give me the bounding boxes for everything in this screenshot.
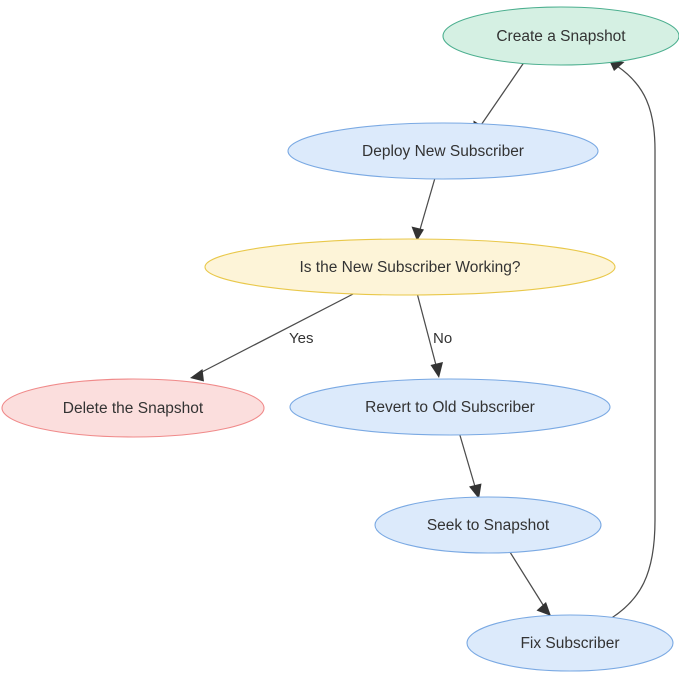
node-shape-ellipse[interactable] (287, 122, 599, 180)
node-label-delete-the-snapshot: Delete the Snapshot (63, 400, 204, 417)
arrowhead-icon (190, 369, 204, 382)
edge-path (609, 65, 656, 620)
node-shape-ellipse[interactable] (289, 378, 611, 436)
edge-seek-to-snapshot-to-fix-subscriber (507, 548, 551, 616)
node-label-is-new-subscriber-working: Is the New Subscriber Working? (299, 259, 520, 276)
node-label-create-snapshot: Create a Snapshot (496, 28, 626, 45)
edge-path (418, 177, 436, 234)
nodes-layer: Create a Snapshot Deploy New Subscriber … (1, 6, 679, 672)
edge-fix-subscriber-to-create-snapshot (609, 60, 656, 620)
node-deploy-new-subscriber[interactable]: Deploy New Subscriber (287, 122, 599, 180)
node-label-seek-to-snapshot: Seek to Snapshot (427, 517, 550, 534)
node-shape-ellipse[interactable] (374, 496, 602, 554)
edge-revert-to-old-subscriber-to-seek-to-snapshot (458, 431, 482, 499)
node-revert-to-old-subscriber[interactable]: Revert to Old Subscriber (289, 378, 611, 436)
arrowhead-icon (536, 602, 551, 616)
edge-path (458, 431, 477, 491)
node-label-revert-to-old-subscriber: Revert to Old Subscriber (365, 399, 535, 416)
node-create-snapshot[interactable]: Create a Snapshot (442, 6, 679, 66)
edge-path (478, 57, 528, 129)
edge-label-yes: Yes (289, 330, 313, 347)
edge-path (507, 548, 546, 609)
node-is-new-subscriber-working[interactable]: Is the New Subscriber Working? (204, 238, 616, 296)
edge-decision-to-revert-to-old-subscriber: No (416, 292, 452, 378)
node-seek-to-snapshot[interactable]: Seek to Snapshot (374, 496, 602, 554)
edge-deploy-new-subscriber-to-decision (411, 177, 436, 241)
arrowhead-icon (411, 226, 424, 241)
edge-label-no: No (433, 330, 452, 347)
node-delete-the-snapshot[interactable]: Delete the Snapshot (1, 378, 265, 438)
node-shape-ellipse[interactable] (442, 6, 679, 66)
edge-path (197, 291, 358, 375)
arrowhead-icon (430, 362, 443, 378)
node-label-deploy-new-subscriber: Deploy New Subscriber (362, 143, 524, 160)
node-shape-ellipse[interactable] (204, 238, 616, 296)
edges-layer: Yes No (190, 57, 656, 620)
node-shape-ellipse[interactable] (466, 614, 674, 672)
edge-path (416, 292, 438, 370)
node-label-fix-subscriber: Fix Subscriber (520, 635, 619, 652)
node-fix-subscriber[interactable]: Fix Subscriber (466, 614, 674, 672)
arrowhead-icon (609, 60, 625, 71)
edge-decision-to-delete-the-snapshot: Yes (190, 291, 358, 382)
node-shape-ellipse[interactable] (1, 378, 265, 438)
arrowhead-icon (469, 483, 482, 499)
